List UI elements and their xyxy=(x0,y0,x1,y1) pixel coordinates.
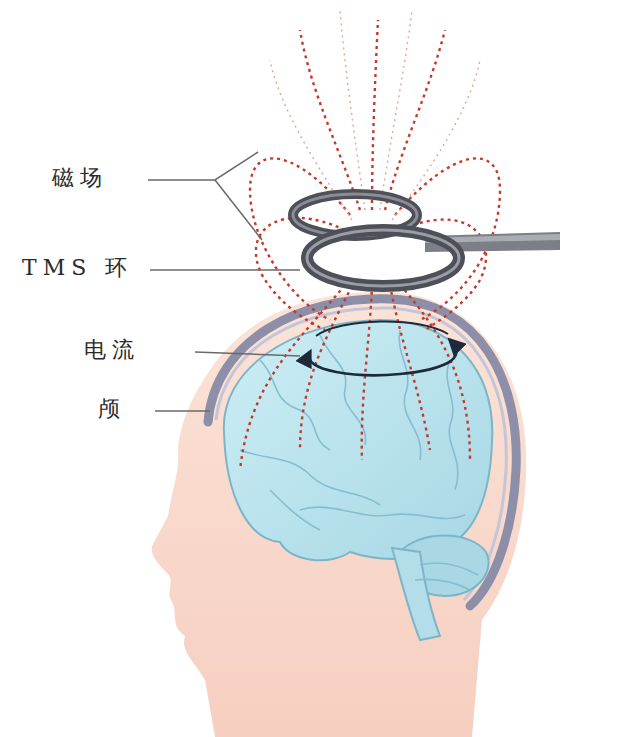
field-label: 磁场 xyxy=(52,165,108,191)
brain xyxy=(224,320,492,560)
coil-label: TMS 环 xyxy=(22,255,133,281)
current-arrow xyxy=(309,340,456,375)
skull-label: 颅 xyxy=(98,396,126,422)
current-label: 电流 xyxy=(84,337,140,363)
leader-lines xyxy=(148,152,300,411)
skull xyxy=(208,299,516,606)
head xyxy=(152,292,526,737)
tms-coil xyxy=(293,194,560,286)
